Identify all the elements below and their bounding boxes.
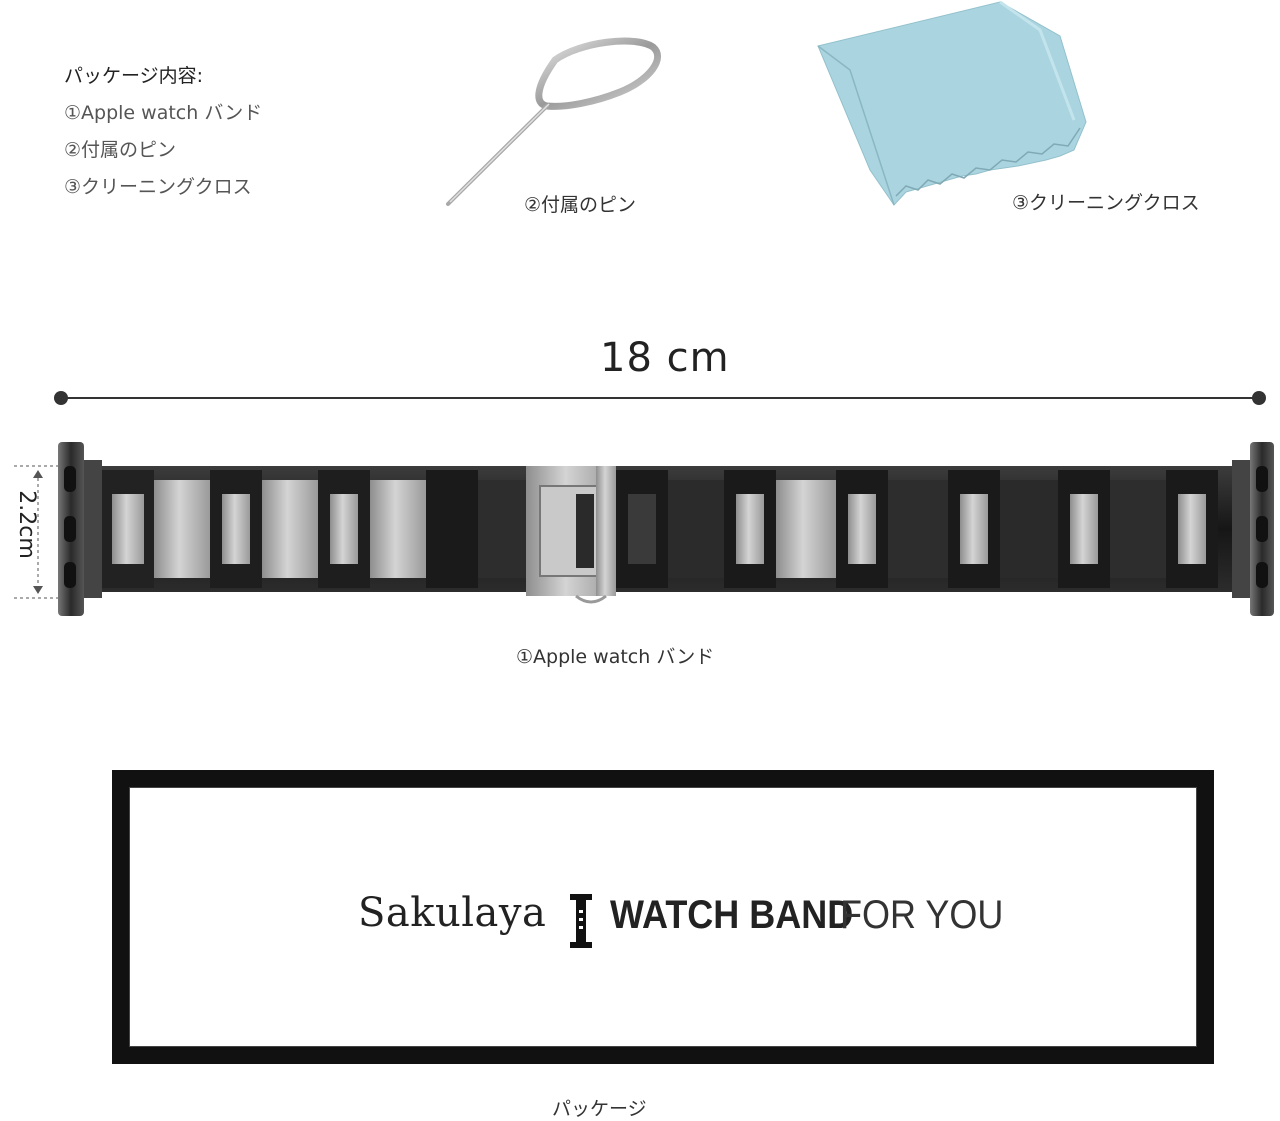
package-contents-header: パッケージ内容: (64, 65, 204, 87)
package-contents-list: パッケージ内容: ①Apple watch バンド ②付属のピン ③クリーニング… (64, 58, 262, 206)
list-item: ②付属のピン (64, 139, 177, 161)
width-dimension-line (14, 465, 62, 599)
brand-name: Sakulaya (358, 890, 547, 936)
tagline-strong: WATCH BAND (610, 893, 854, 937)
cloth-caption: ③クリーニングクロス (1012, 192, 1200, 214)
list-item: ①Apple watch バンド (64, 102, 263, 124)
package-caption: パッケージ (552, 1098, 647, 1120)
cleaning-cloth-image (817, 0, 1087, 206)
watch-band-logo-icon (570, 894, 592, 948)
length-dimension-line (54, 391, 1266, 405)
list-item: ③クリーニングクロス (64, 176, 252, 198)
package-box (112, 770, 1214, 1064)
watch-band-image (58, 442, 1274, 616)
sim-pin-image (446, 37, 662, 206)
length-label: 18 cm (600, 335, 730, 381)
width-label: 2.2cm (13, 490, 39, 559)
tagline-light: FOR YOU (840, 893, 1004, 937)
band-caption: ①Apple watch バンド (516, 646, 715, 668)
package-box-inner (129, 787, 1197, 1047)
pin-caption: ②付属のピン (524, 194, 637, 216)
